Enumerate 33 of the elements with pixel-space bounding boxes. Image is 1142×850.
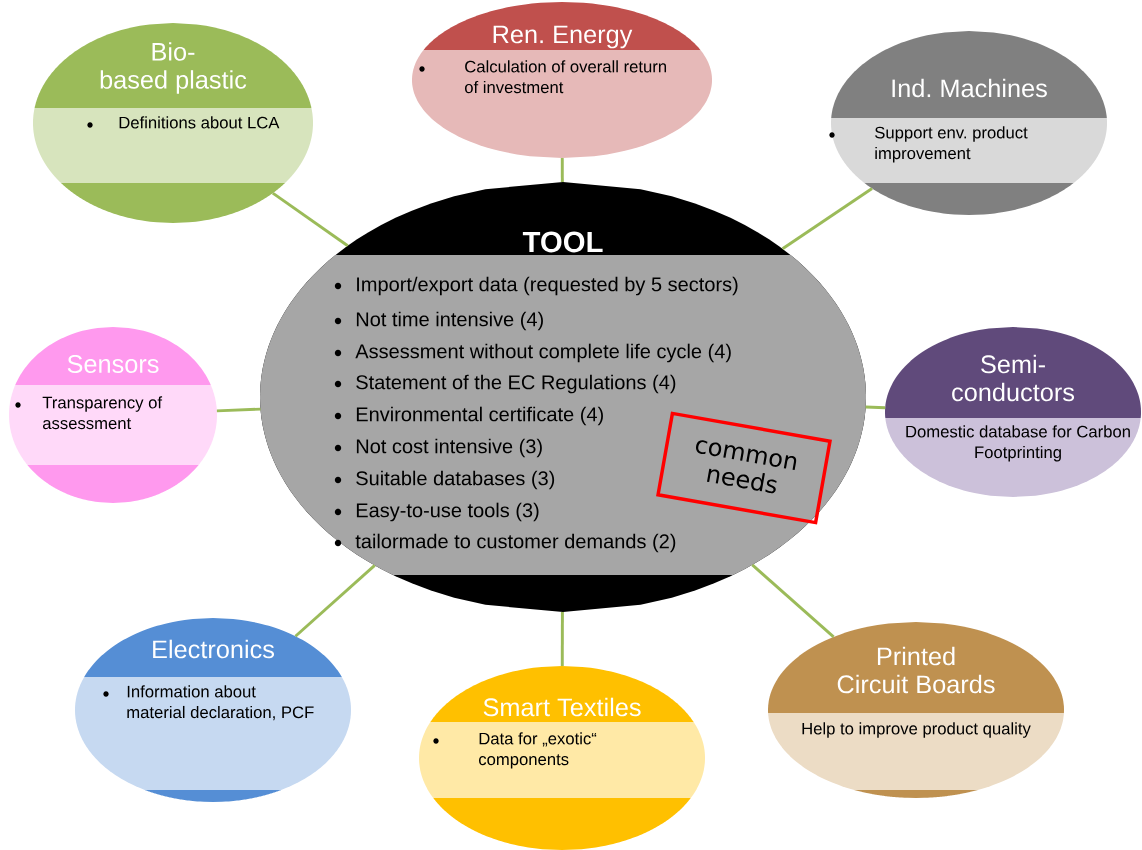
heading: Electronics (153, 639, 274, 659)
bullet-item: Environmental certificate (4) (334, 406, 603, 426)
bullet-item: Information about material declaration, PCF (103, 685, 314, 721)
stamp-box: common needs (656, 411, 832, 525)
heading: Ind. Machines (892, 78, 1047, 98)
heading: Smart Textiles (483, 697, 641, 717)
connector-line (560, 612, 564, 666)
bullet-item: Transparency of assessment (15, 396, 163, 430)
connector-line (560, 158, 564, 182)
body-text: Domestic database for Carbon Footprinting (906, 425, 1130, 462)
connector-line (865, 405, 886, 410)
heading: Bio- based plastic (100, 42, 247, 94)
bullet-item: Data for „exotic“ components (433, 732, 597, 769)
connector-line (216, 407, 261, 413)
bullet-item: Assessment without complete life cycle (4) (334, 343, 731, 363)
heading: Sensors (67, 355, 159, 373)
bullet-item: Not time intensive (4) (334, 311, 543, 331)
connector-line (781, 187, 873, 251)
body-text: Help to improve product quality (802, 722, 1031, 738)
bullet-item: Not cost intensive (3) (334, 438, 542, 458)
bullet-item: Easy-to-use tools (3) (334, 502, 539, 522)
bullet-item: Calculation of overall return of investment (419, 60, 666, 94)
bullet-item: Support env. product improvement (829, 126, 1028, 163)
bullet-item: Suitable databases (3) (334, 470, 555, 490)
connector-line (751, 563, 835, 638)
bullet-item: tailormade to customer demands (2) (334, 533, 676, 553)
connector-line (271, 191, 349, 247)
bullet-item: Definitions about LCA (87, 116, 280, 129)
heading: Ren. Energy (493, 25, 633, 49)
connector-line (294, 564, 376, 638)
bullet-item: Statement of the EC Regulations (4) (334, 374, 676, 394)
bullet-item: Import/export data (requested by 5 sectors) (334, 276, 738, 296)
heading: TOOL (522, 231, 603, 253)
